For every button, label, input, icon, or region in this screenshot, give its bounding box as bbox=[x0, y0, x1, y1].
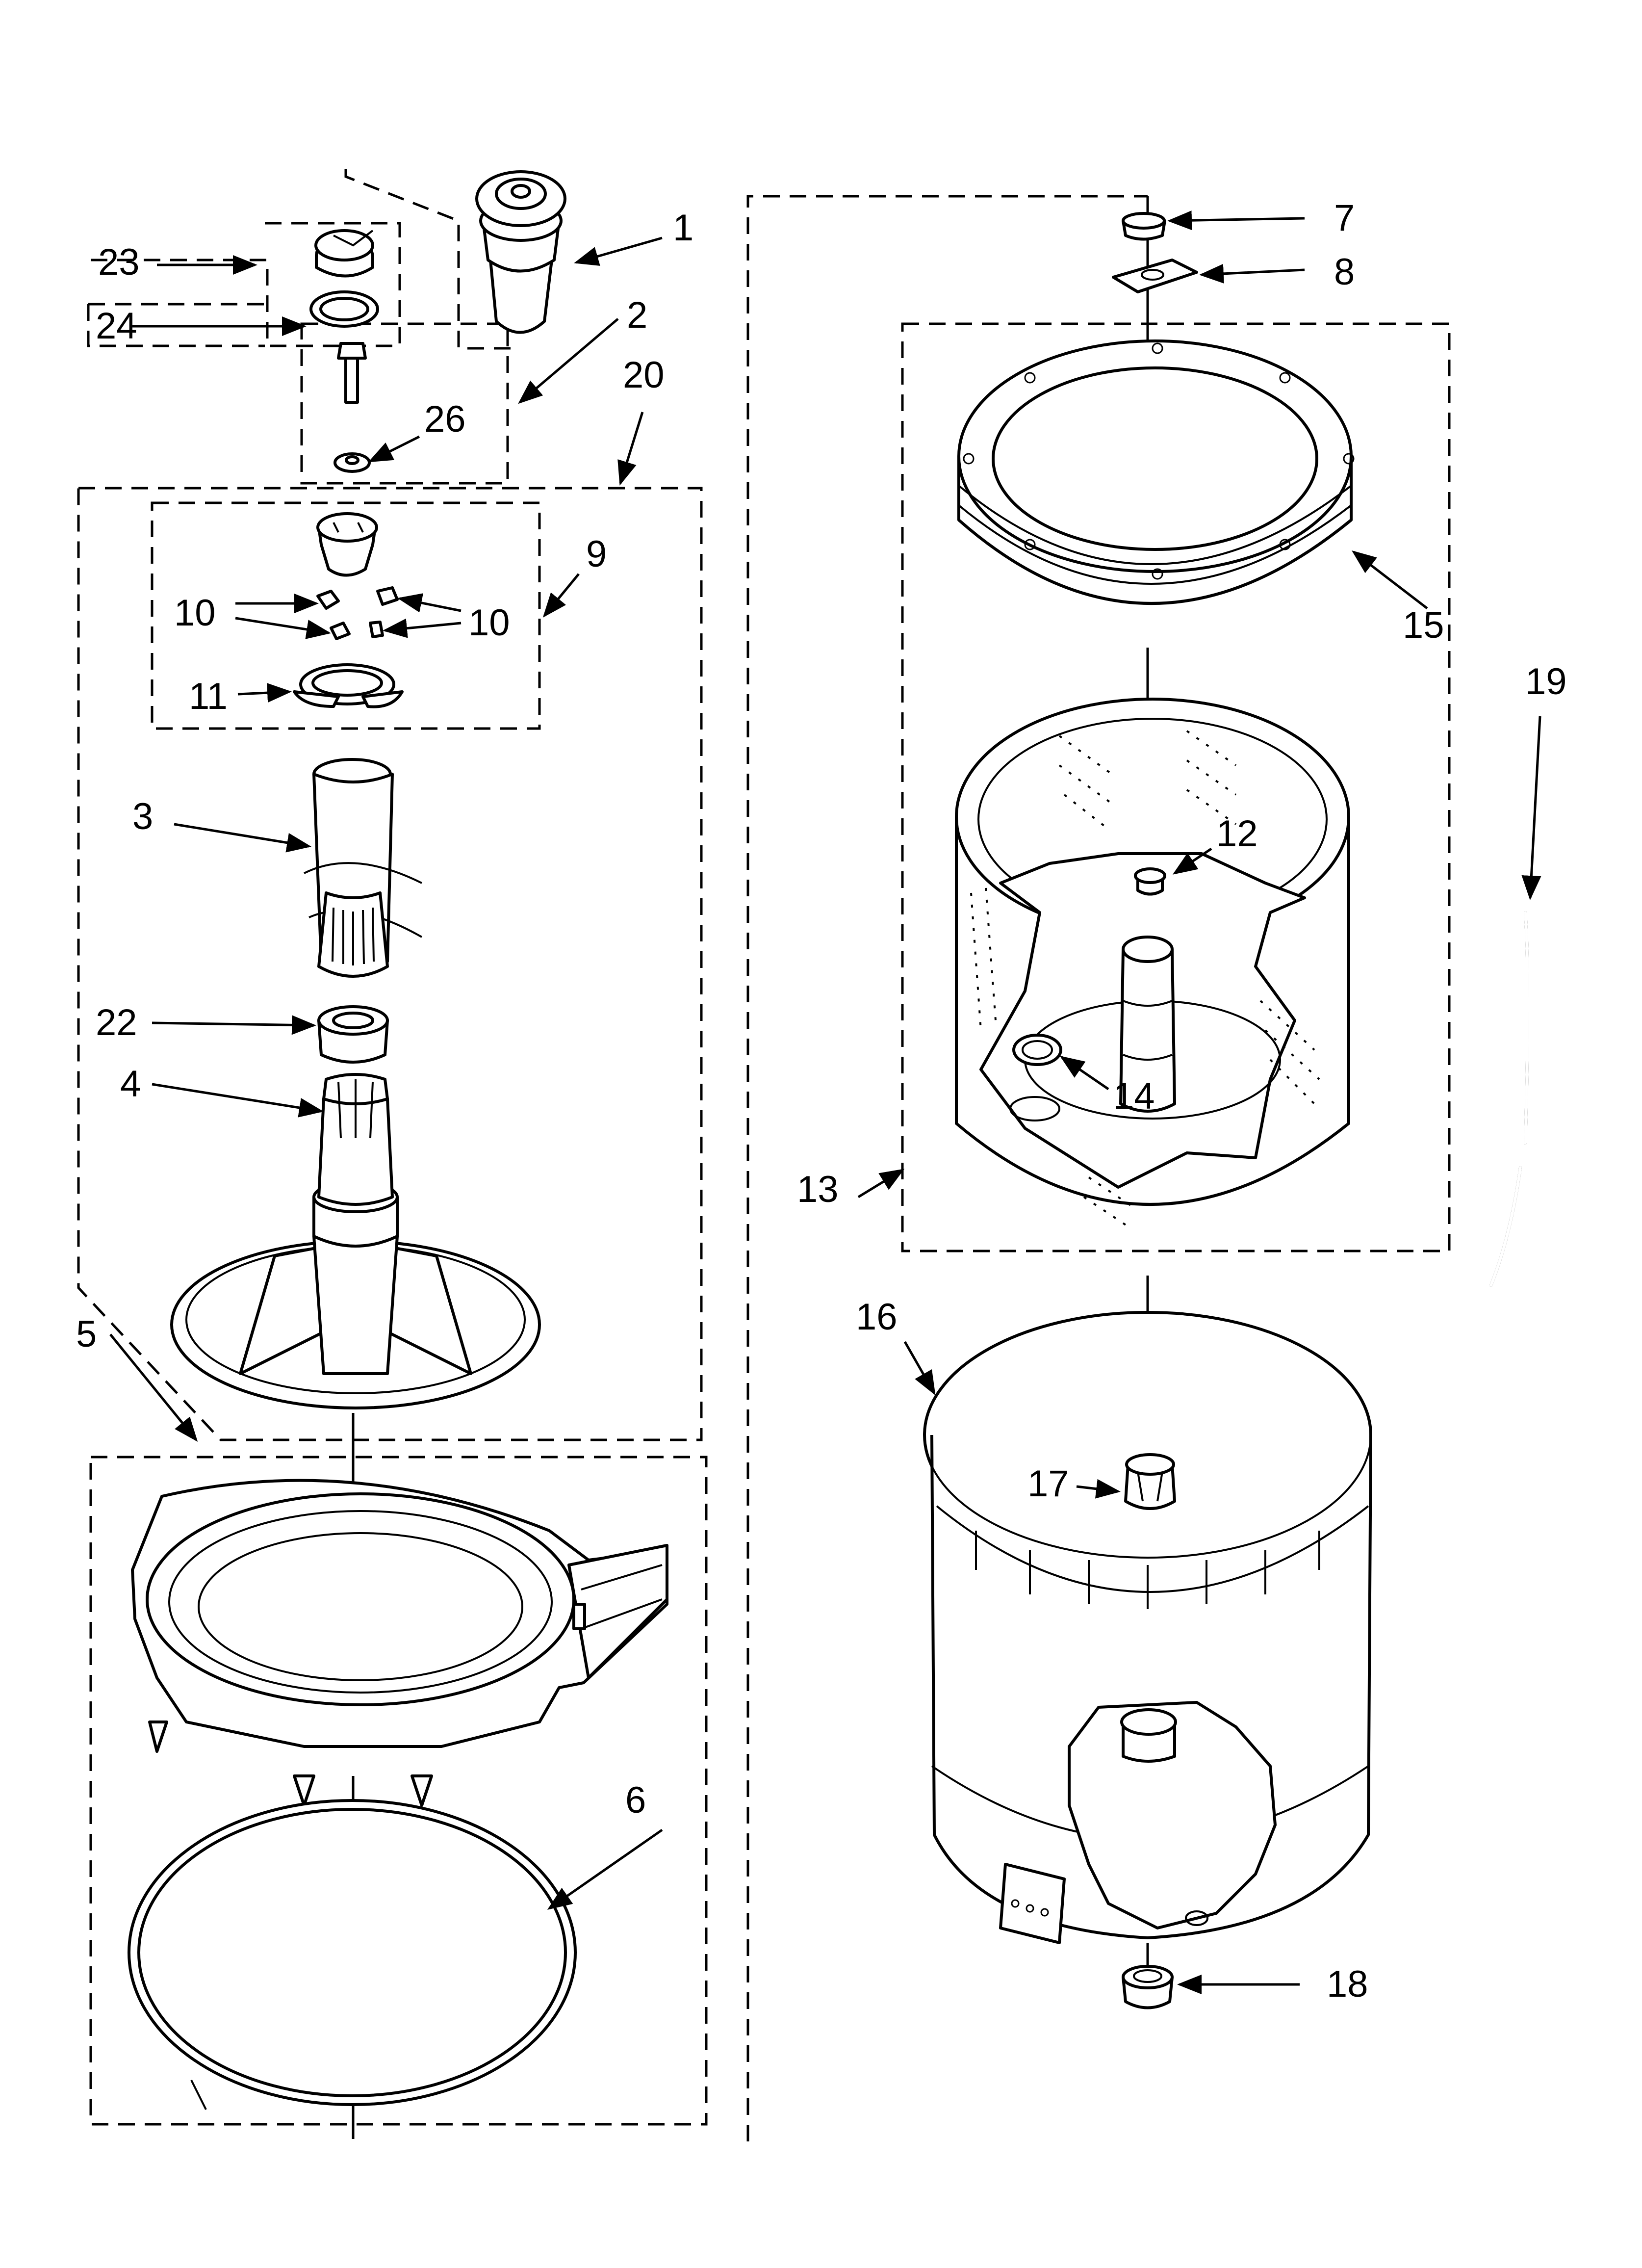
callout-3: 3 bbox=[132, 796, 153, 837]
callout-8: 8 bbox=[1334, 251, 1355, 293]
callout-10-right: 10 bbox=[468, 602, 510, 644]
callout-7: 7 bbox=[1334, 197, 1355, 239]
part-1-dispenser-cup bbox=[475, 170, 566, 334]
part-3-agitator-barrel bbox=[304, 758, 422, 978]
callout-labels: 1 2 20 23 24 26 9 10 10 11 3 22 4 5 6 7 … bbox=[76, 197, 1567, 2005]
right-column-divider bbox=[746, 195, 1148, 2141]
callout-4: 4 bbox=[120, 1063, 141, 1105]
part-23-cap bbox=[314, 229, 374, 278]
leader-arrows bbox=[109, 210, 1541, 1994]
callout-5: 5 bbox=[76, 1313, 97, 1355]
callout-6: 6 bbox=[625, 1779, 646, 1821]
callout-18: 18 bbox=[1327, 1963, 1368, 2005]
part-9-agitator-cam bbox=[293, 512, 404, 708]
callout-22: 22 bbox=[96, 1002, 137, 1043]
part-22-coupling bbox=[317, 1005, 389, 1064]
callout-14: 14 bbox=[1113, 1075, 1155, 1117]
callout-15: 15 bbox=[1403, 604, 1444, 646]
part-6-snap-ring bbox=[128, 1799, 577, 2110]
callout-24: 24 bbox=[96, 305, 137, 347]
callout-16: 16 bbox=[856, 1296, 898, 1338]
part-15-balance-ring bbox=[957, 339, 1355, 605]
callout-2: 2 bbox=[627, 294, 647, 336]
part-24-ring bbox=[309, 290, 379, 328]
callout-23: 23 bbox=[98, 241, 140, 283]
part-18-plug bbox=[1122, 1965, 1174, 2009]
part-8-plate bbox=[1112, 259, 1198, 293]
callout-11: 11 bbox=[189, 676, 228, 717]
group-5-box bbox=[89, 1456, 708, 2126]
group-9-box bbox=[151, 501, 541, 730]
part-16-outer-tub bbox=[923, 1311, 1372, 1944]
part-13-basket bbox=[955, 698, 1350, 1227]
callout-13: 13 bbox=[797, 1169, 839, 1210]
group-2-box bbox=[300, 322, 509, 485]
cup-leader-dash bbox=[344, 169, 520, 350]
part-5-tub-ring bbox=[131, 1479, 668, 1807]
part-7-nut bbox=[1122, 212, 1166, 241]
part-19-hose bbox=[1489, 911, 1529, 1287]
group-boundaries bbox=[77, 169, 1451, 2141]
group-20-box bbox=[77, 487, 703, 1441]
callout-12: 12 bbox=[1216, 813, 1258, 855]
group-24-box bbox=[87, 303, 267, 347]
callout-1: 1 bbox=[673, 207, 693, 249]
callout-26: 26 bbox=[424, 398, 466, 440]
part-2-bolt bbox=[334, 342, 371, 473]
callout-19: 19 bbox=[1525, 661, 1567, 703]
callout-20: 20 bbox=[623, 354, 665, 396]
group-13-box bbox=[901, 322, 1451, 1252]
part-4-agitator-base bbox=[170, 1073, 541, 1409]
callout-10-left: 10 bbox=[174, 592, 216, 634]
callout-9: 9 bbox=[586, 533, 607, 575]
callout-17: 17 bbox=[1027, 1463, 1069, 1505]
